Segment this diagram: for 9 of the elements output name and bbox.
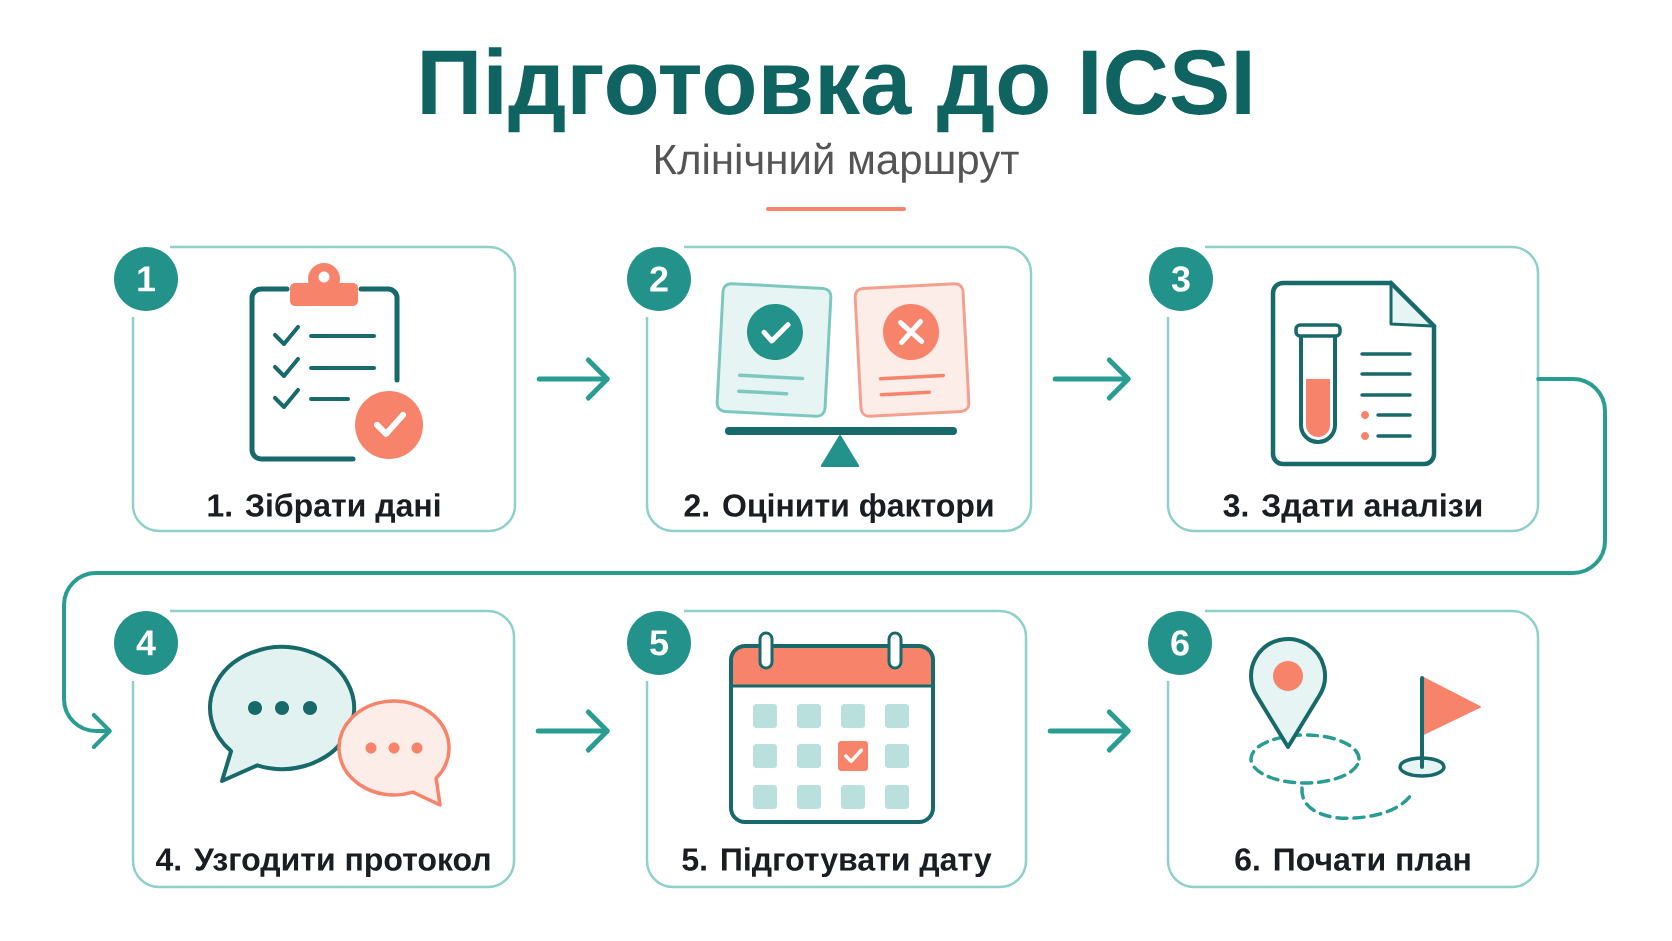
number-badge: 2 — [627, 247, 691, 311]
number-badge: 3 — [1149, 247, 1213, 311]
number-badge: 4 — [114, 611, 178, 675]
number-badge: 5 — [627, 611, 691, 675]
arrow — [62, 377, 1607, 749]
title: Підготовка до ICSI — [422, 47, 1250, 133]
number-badge: 1 — [114, 247, 178, 311]
number-badge: 6 — [1148, 611, 1212, 675]
subtitle: Клінічний маршрут — [656, 142, 1019, 183]
